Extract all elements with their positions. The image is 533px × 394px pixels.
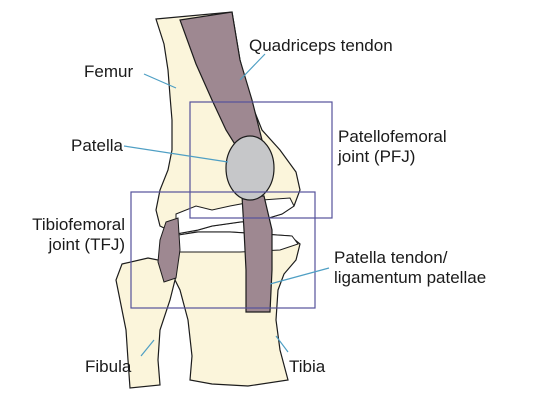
label-femur: Femur [84,62,133,82]
label-fibula: Fibula [85,357,131,377]
tibia-bone [162,232,300,386]
label-tibiofemoral-joint-line2: joint (TFJ) [11,235,125,255]
label-patellofemoral-joint: Patellofemoral joint (PFJ) [338,127,447,167]
tibial-cartilage [172,232,298,252]
label-patella-tendon-line2: ligamentum patellae [334,268,486,288]
label-patella-tendon-line1: Patella tendon/ [334,248,486,268]
patella-bone [226,136,274,200]
label-patella-tendon: Patella tendon/ ligamentum patellae [334,248,486,288]
label-patella: Patella [71,136,123,156]
label-patellofemoral-joint-line1: Patellofemoral [338,127,447,147]
patella-tendon-shape [242,196,272,312]
label-quadriceps-tendon: Quadriceps tendon [249,36,393,56]
label-tibia: Tibia [289,357,325,377]
quadriceps-leader-line [240,54,265,80]
label-tibiofemoral-joint-line1: Tibiofemoral [11,215,125,235]
label-tibiofemoral-joint: Tibiofemoral joint (TFJ) [11,215,125,255]
fibular-collateral-ligament [158,218,180,282]
label-patellofemoral-joint-line2: joint (PFJ) [338,147,447,167]
